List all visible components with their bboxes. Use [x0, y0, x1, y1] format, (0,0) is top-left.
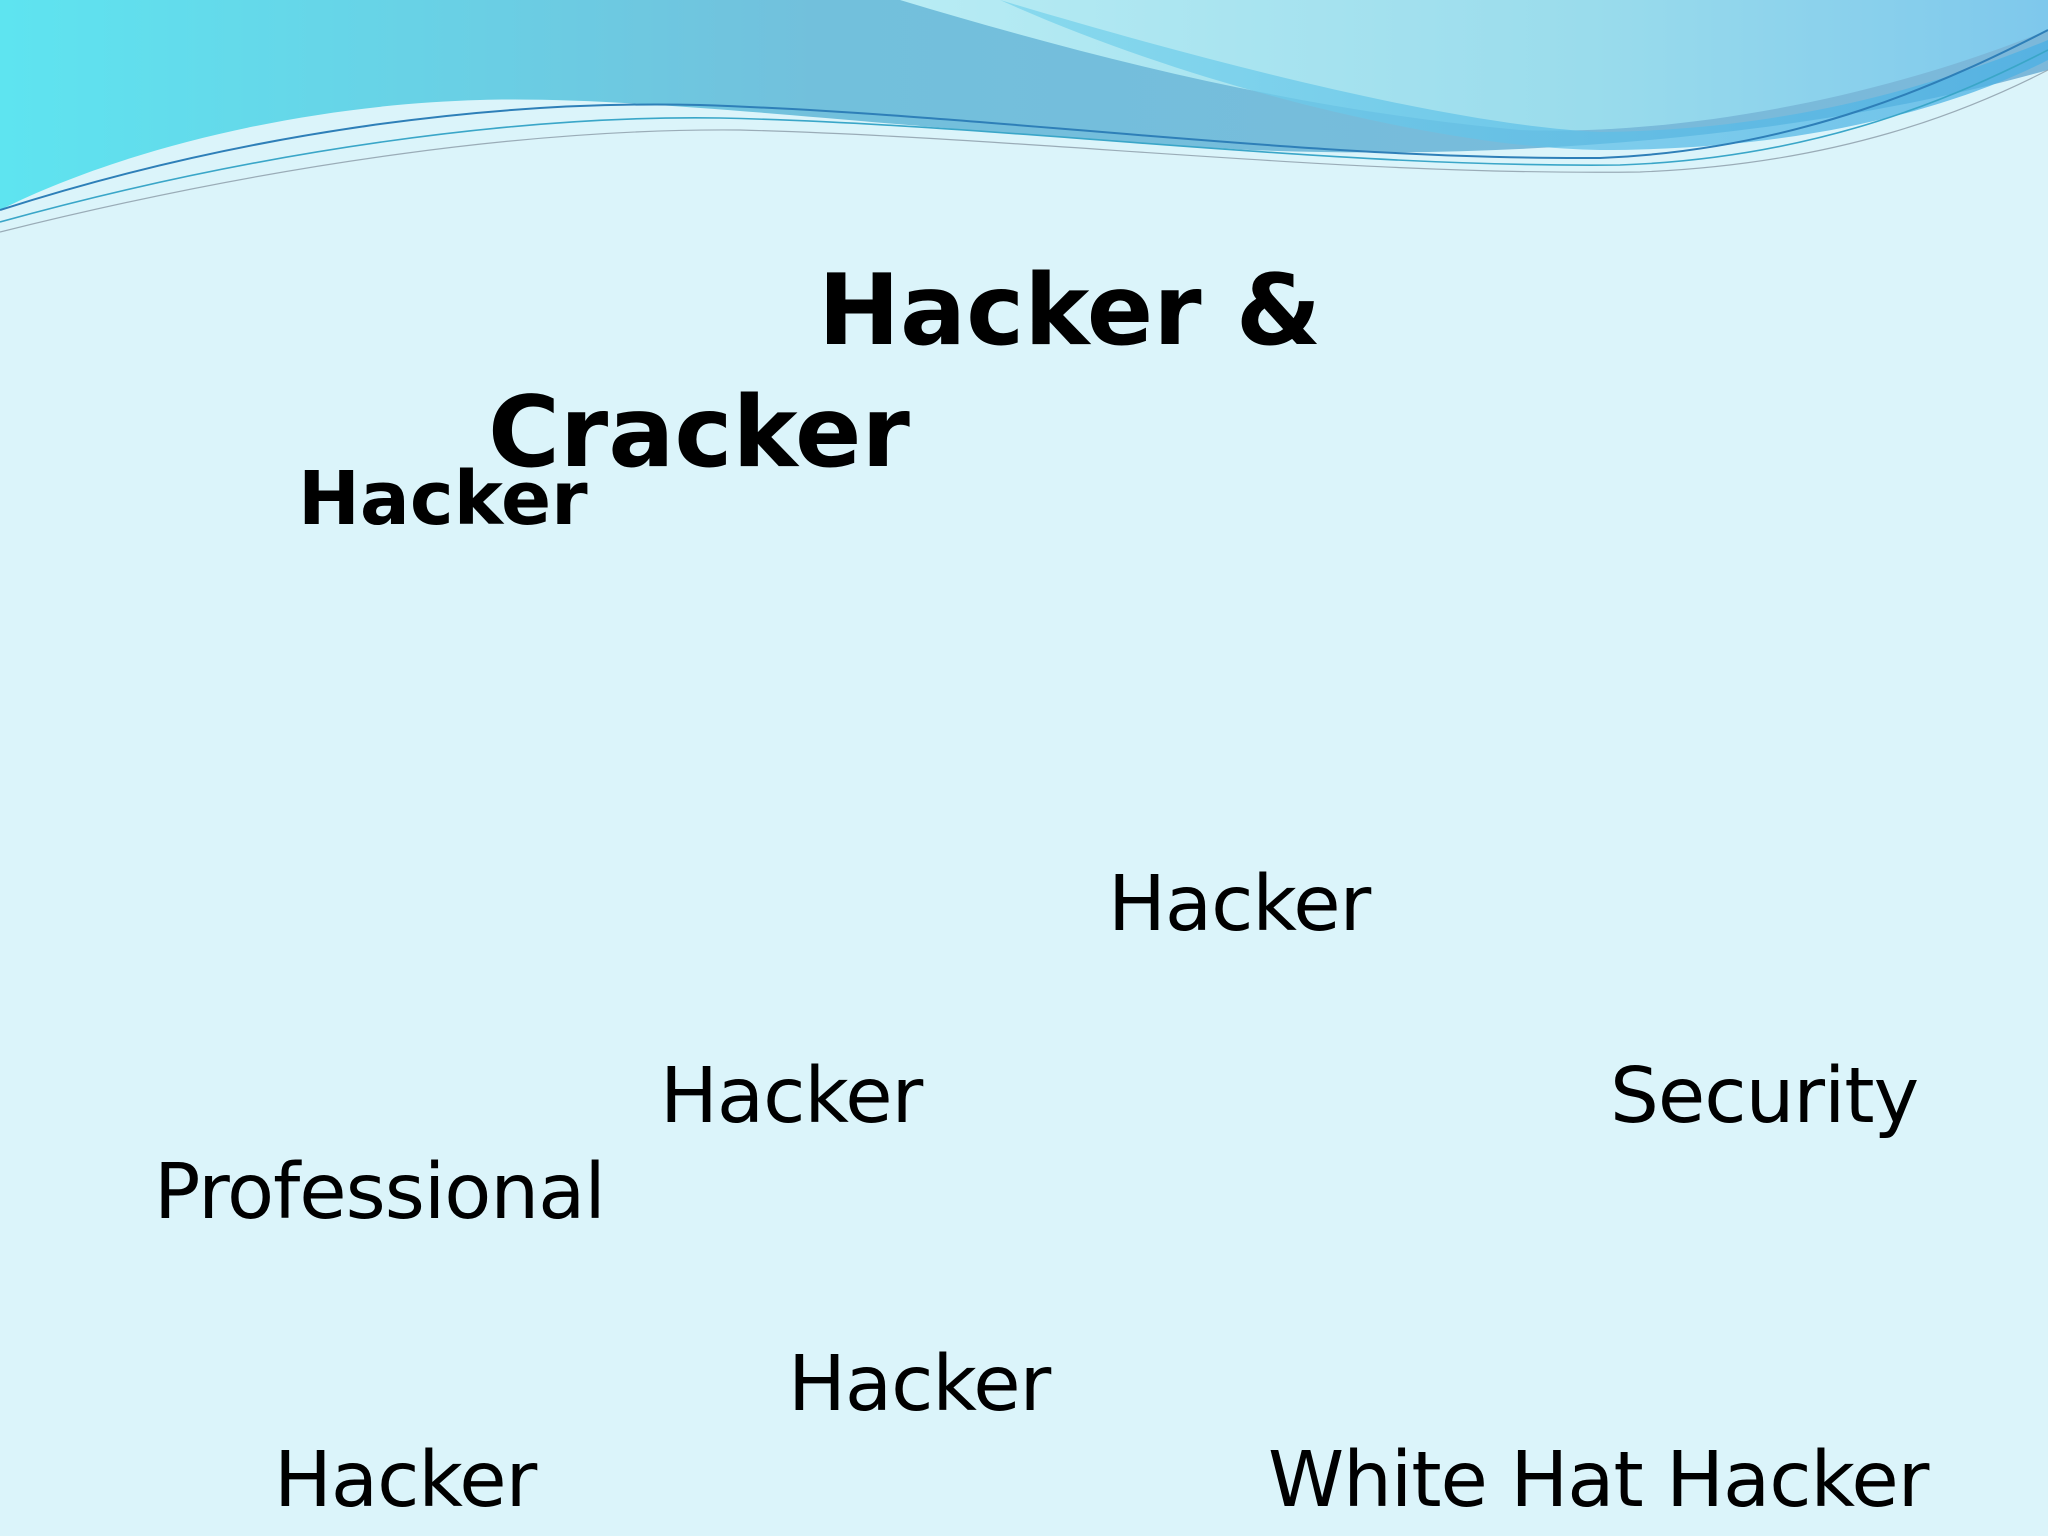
text-word-5: Hacker: [788, 1340, 1051, 1429]
text-word-2: Hacker: [660, 1052, 923, 1141]
text-word-1: Hacker: [1108, 860, 1371, 949]
text-word-4: Professional: [154, 1148, 606, 1237]
text-word-3: Security: [1610, 1052, 1919, 1141]
subtitle: Hacker: [298, 456, 588, 542]
title-line-1: Hacker &: [818, 254, 1322, 368]
text-word-7: White Hat Hacker: [1268, 1436, 1929, 1525]
decorative-wave: [0, 0, 2048, 233]
text-word-6: Hacker: [274, 1436, 537, 1525]
title-line-2: Cracker: [488, 376, 910, 490]
